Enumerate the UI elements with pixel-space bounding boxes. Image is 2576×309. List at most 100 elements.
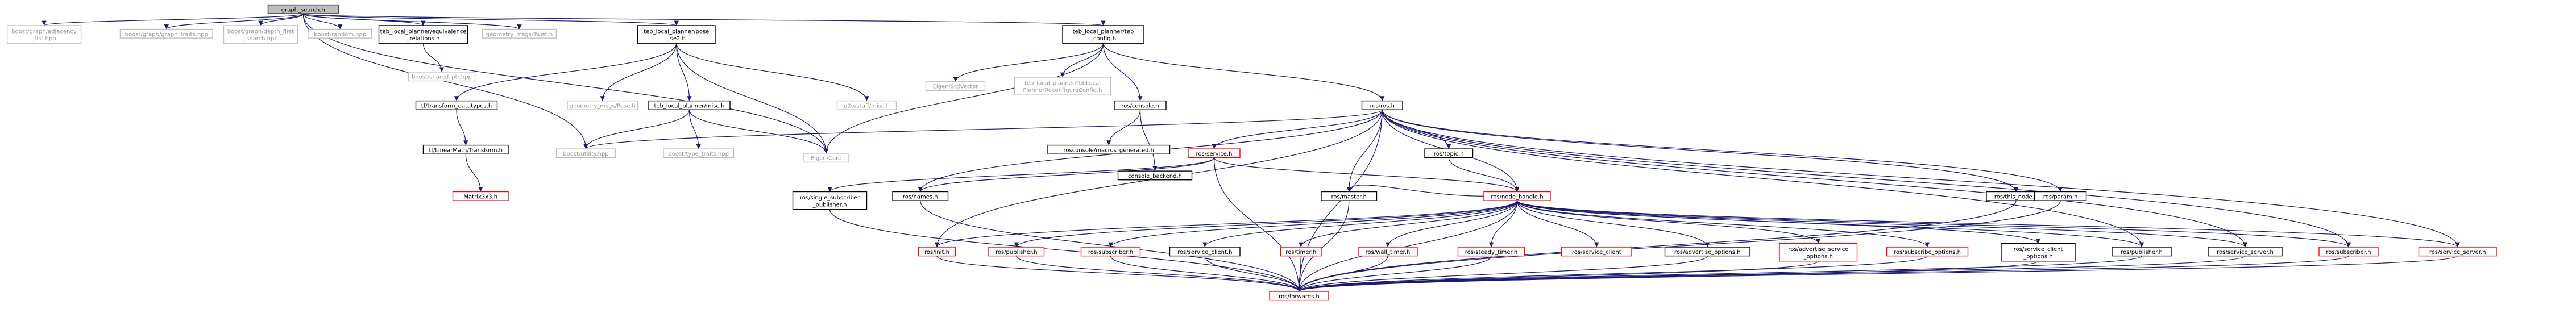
node-master[interactable]: ros/master.h [1321,191,1378,201]
edge-root-to-eigen-core [302,14,829,153]
node-label: geometry_msgs/Pose.h [570,103,636,109]
node-service[interactable]: ros/service.h [1188,148,1241,158]
edge-root-to-gtraits [164,13,304,30]
node-publisher[interactable]: ros/publisher.h [988,247,1045,257]
edge-ros-to-param [1382,110,2063,192]
node-timer[interactable]: ros/timer.h [1280,247,1322,257]
node-subscribe[interactable]: ros/subscriber.h [1080,247,1141,257]
edge [1382,110,2144,248]
node-box [1424,148,1474,158]
node-box [892,191,949,201]
node-adj[interactable]: boost/graph/adjacency_list.hpp [6,25,82,44]
node-console[interactable]: ros/console.h [1114,100,1167,110]
node-teb-config[interactable]: teb_local_planner/teb_config.h [1062,25,1144,44]
node-wall-timer[interactable]: ros/wall_timer.h [1358,247,1418,257]
edge [1139,110,1158,172]
edge [1296,256,1388,292]
node-label: _search.hpp [243,36,277,42]
node-dfs[interactable]: boost/graph/depth_first_search.hpp [223,25,298,44]
node-subscriber[interactable]: ros/subscriber.h [2318,247,2379,257]
node-box [1188,148,1241,158]
node-svc-server2[interactable]: ros/service_server.h [2418,247,2497,257]
node-ssp[interactable]: ros/single_subscriber_publisher.h [792,191,868,210]
node-label: ros/steady_timer.h [1465,249,1518,256]
node-macros[interactable]: rosconsole/macros_generated.h [1047,144,1171,154]
node-box [2034,191,2087,201]
edge-nh-to-publisher [1014,200,1518,248]
node-eigen-core[interactable]: Eigen/Core [803,153,849,163]
edge [676,43,829,153]
node-svc-server[interactable]: ros/service_server.h [2208,247,2283,257]
node-box [482,28,557,39]
edge [1016,256,1302,292]
node-adv-opt[interactable]: ros/advertise_options.h [1664,247,1750,257]
node-stdvector[interactable]: Eigen/StdVector [925,81,986,91]
node-box [6,25,82,44]
node-svc-client[interactable]: ros/service_client.h [1169,247,1241,257]
node-type-traits[interactable]: boost/type_traits.hpp [663,148,735,158]
node-gtraits[interactable]: boost/graph/graph_traits.hpp [119,28,213,39]
node-twist[interactable]: geometry_msgs/Twist.h [482,28,557,39]
node-box [1169,247,1241,257]
node-label: ros/ros.h [1370,103,1395,109]
edge [1297,256,2349,292]
node-box [415,100,498,110]
node-matrix[interactable]: Matrix3x3.h [452,191,509,201]
node-utility[interactable]: boost/utility.hpp [555,148,616,158]
edge-sub-opt-to-forwards [1297,256,1928,292]
node-gm-pose[interactable]: geometry_msgs/Pose.h [567,100,638,110]
edge [302,14,829,153]
node-label: Eigen/Core [811,156,841,162]
node-g2o-misc[interactable]: g2o/stuff/misc.h [836,100,897,110]
node-topic[interactable]: ros/topic.h [1424,148,1474,158]
node-reconf[interactable]: teb_local_planner/TebLocalPlannerReconfi… [1014,77,1111,95]
node-nh[interactable]: ros/node_handle.h [1483,191,1551,201]
edge [1296,201,2061,292]
edge-service-to-nh [1213,157,1520,192]
node-shared-ptr[interactable]: boost/shared_ptr.hpp [408,72,476,82]
edge-nh-to-publisher2 [1516,200,2144,248]
edge [1516,200,2351,248]
node-equiv[interactable]: teb_local_planner/equivalence_relations.… [378,25,468,44]
node-param[interactable]: ros/param.h [2034,191,2087,201]
node-root[interactable]: graph_search.h [267,4,339,14]
node-box [1457,247,1525,257]
node-backend[interactable]: console_backend.h [1117,170,1193,181]
edge-teb-config-to-stdvector [953,43,1104,82]
node-label: teb_local_planner/pose [644,28,709,35]
edge-misc-to-utility [583,110,690,149]
node-random[interactable]: boost/random.hpp [308,28,372,39]
edge [1516,201,1599,248]
node-box [1779,243,1858,262]
node-box [267,4,339,14]
edge-adv-svc-opt-to-forwards [1297,261,1819,292]
node-publisher2[interactable]: ros/publisher.h [2112,247,2172,257]
node-box [1358,247,1418,257]
edge [1516,200,1710,248]
node-linmath[interactable]: tf/LinearMath/Transform.h [422,144,509,154]
node-init[interactable]: ros/init.h [918,247,956,257]
node-sub-opt[interactable]: ros/subscribe_options.h [1886,247,1969,257]
edge-root-to-teb-config [302,13,1105,26]
node-box [1886,247,1969,257]
node-names[interactable]: ros/names.h [892,191,949,201]
node-pose-se2[interactable]: teb_local_planner/pose_se2.h [637,25,716,44]
node-label: rosconsole/macros_generated.h [1063,147,1154,153]
edge-service-to-names [918,157,1215,192]
node-svc-client-t[interactable]: ros/service_client [1561,247,1632,257]
node-svc-client-opt[interactable]: ros/service_client_options.h [2001,243,2076,262]
node-misc[interactable]: teb_local_planner/misc.h [648,100,731,110]
node-tf-dt[interactable]: tf/transform_datatypes.h [415,100,498,110]
node-box [1114,100,1167,110]
edge [1346,110,1383,192]
edge-param-to-forwards [1296,201,2061,292]
node-ros[interactable]: ros/ros.h [1361,100,1403,110]
node-forwards[interactable]: ros/forwards.h [1269,291,1329,301]
node-label: boost/type_traits.hpp [668,151,729,157]
edge-pose-se2-to-g2o-misc [676,43,869,101]
edge-root-to-random [302,13,343,30]
node-adv-svc-opt[interactable]: ros/advertise_service_options.h [1779,243,1858,262]
edge-nh-to-adv-svc-opt [1516,200,1821,244]
node-steady-timer[interactable]: ros/steady_timer.h [1457,247,1525,257]
edge [1213,157,1520,192]
